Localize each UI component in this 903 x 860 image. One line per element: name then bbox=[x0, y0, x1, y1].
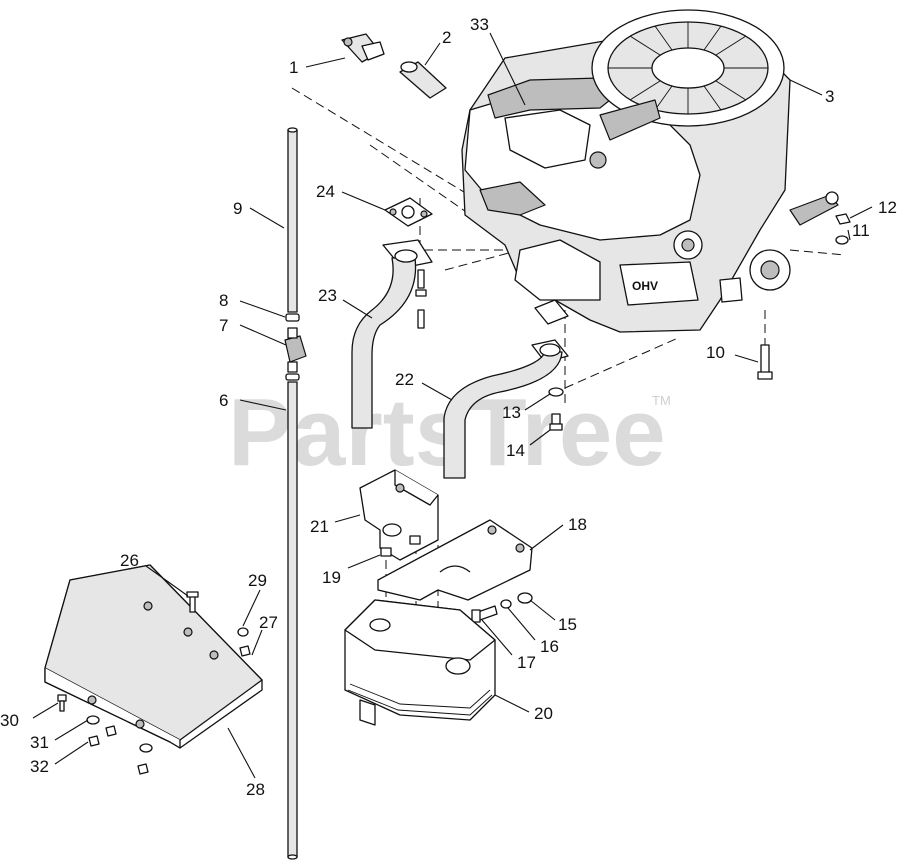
callout-33[interactable]: 33 bbox=[470, 15, 489, 34]
engine-assembly[interactable]: OHV bbox=[461, 9, 839, 333]
part-17-bolt[interactable] bbox=[471, 605, 498, 623]
part-20-muffler[interactable] bbox=[344, 599, 496, 726]
callout-12[interactable]: 12 bbox=[878, 198, 897, 217]
callout-15[interactable]: 15 bbox=[558, 615, 577, 634]
part-8-clamp[interactable] bbox=[285, 313, 300, 322]
part-1-fitting[interactable] bbox=[341, 33, 385, 63]
part-30-bolt[interactable] bbox=[57, 694, 67, 712]
part-14-bolt[interactable] bbox=[549, 413, 563, 431]
part-27-nut[interactable] bbox=[239, 645, 251, 657]
part-23-exhaust-pipe[interactable] bbox=[351, 239, 433, 429]
callout-29[interactable]: 29 bbox=[248, 571, 267, 590]
callout-3[interactable]: 3 bbox=[825, 87, 834, 106]
callout-23[interactable]: 23 bbox=[318, 286, 337, 305]
callout-17[interactable]: 17 bbox=[517, 653, 536, 672]
callout-1[interactable]: 1 bbox=[289, 58, 298, 77]
watermark-trademark: TM bbox=[652, 393, 671, 408]
part-2-bushing[interactable] bbox=[399, 61, 447, 99]
part-23-studs[interactable] bbox=[415, 269, 427, 329]
callout-6[interactable]: 6 bbox=[219, 391, 228, 410]
callout-10[interactable]: 10 bbox=[706, 343, 725, 362]
part-22-exhaust-pipe[interactable] bbox=[443, 299, 569, 479]
part-12-nut[interactable] bbox=[835, 213, 851, 225]
part-15-washer[interactable] bbox=[517, 592, 533, 604]
callout-2[interactable]: 2 bbox=[442, 28, 451, 47]
callout-27[interactable]: 27 bbox=[259, 613, 278, 632]
callout-8[interactable]: 8 bbox=[219, 291, 228, 310]
callout-9[interactable]: 9 bbox=[233, 199, 242, 218]
part-6-tube[interactable] bbox=[287, 381, 298, 860]
callout-28[interactable]: 28 bbox=[246, 780, 265, 799]
leader-lines bbox=[32, 32, 873, 779]
part-31-washer[interactable] bbox=[86, 715, 153, 753]
part-10-bolt[interactable] bbox=[757, 344, 773, 380]
part-9-tube[interactable] bbox=[287, 127, 298, 313]
callout-13[interactable]: 13 bbox=[502, 403, 521, 422]
callout-11[interactable]: 11 bbox=[852, 221, 870, 240]
part-13-washer[interactable] bbox=[548, 387, 564, 397]
callout-32[interactable]: 32 bbox=[30, 757, 49, 776]
engine-ohv-label: OHV bbox=[632, 279, 658, 293]
part-32-nut[interactable] bbox=[88, 725, 149, 775]
callout-26[interactable]: 26 bbox=[120, 551, 139, 570]
part-26-bolt[interactable] bbox=[186, 591, 199, 613]
callout-16[interactable]: 16 bbox=[540, 637, 559, 656]
callout-19[interactable]: 19 bbox=[322, 568, 341, 587]
part-11-washer[interactable] bbox=[835, 235, 849, 245]
callout-14[interactable]: 14 bbox=[506, 441, 525, 460]
callout-24[interactable]: 24 bbox=[316, 182, 335, 201]
part-16-lockwasher[interactable] bbox=[500, 599, 512, 609]
callout-30[interactable]: 30 bbox=[0, 711, 19, 730]
part-7-connector[interactable] bbox=[284, 327, 307, 381]
callout-31[interactable]: 31 bbox=[30, 733, 49, 752]
part-18-bracket[interactable] bbox=[377, 519, 533, 601]
part-24-gasket[interactable] bbox=[384, 197, 433, 227]
part-29-washer[interactable] bbox=[237, 627, 249, 637]
callout-20[interactable]: 20 bbox=[534, 704, 553, 723]
callout-7[interactable]: 7 bbox=[219, 316, 228, 335]
callout-21[interactable]: 21 bbox=[310, 517, 329, 536]
part-28-heat-shield[interactable] bbox=[44, 564, 263, 749]
callout-labels: 1 2 3 6 7 8 9 10 11 12 13 14 15 16 17 18… bbox=[0, 15, 897, 799]
callout-22[interactable]: 22 bbox=[395, 370, 414, 389]
callout-18[interactable]: 18 bbox=[568, 515, 587, 534]
